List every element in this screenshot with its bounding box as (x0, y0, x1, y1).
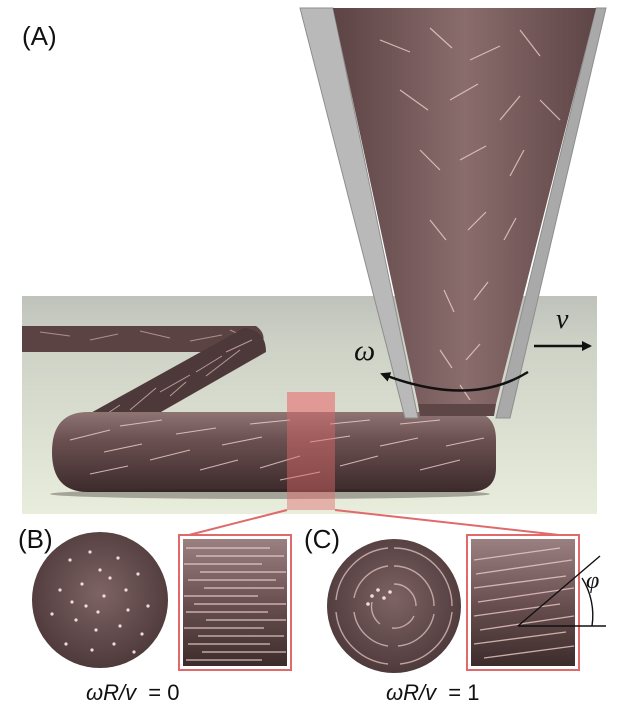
panel-c: (C) (304, 524, 606, 705)
panel-c-caption-symbol: ωR/v = 1 (386, 680, 479, 705)
panel-c-caption-symbol-text: ωR/v (386, 680, 438, 705)
nozzle (299, 7, 607, 419)
front-filament-fibers (69, 419, 485, 481)
nozzle-fibers (379, 27, 561, 401)
panel-c-label: (C) (304, 524, 340, 554)
cross-section-top (287, 392, 335, 412)
panel-c-cross-section-disc (327, 539, 461, 673)
panel-a-label: (A) (22, 21, 57, 51)
nozzle-outlet (418, 404, 496, 416)
angle-symbol: φ (586, 568, 599, 594)
panel-b: (B) ωR/v = 0 (18, 524, 292, 705)
panel-b-caption: ωR/v = 0 (86, 680, 179, 705)
panel-c-fiber-dots (366, 588, 392, 606)
panel-b-aligned-fibers (184, 547, 286, 661)
nozzle-wall-left (299, 7, 419, 419)
panel-c-tilted-fibers (473, 547, 575, 659)
panel-c-swirl-fibers (335, 547, 453, 665)
nozzle-interior (333, 8, 596, 404)
back-filament (22, 326, 264, 352)
panel-c-zoom-view (471, 539, 575, 666)
angle-indicator (517, 555, 606, 627)
filament-shadow (50, 489, 490, 499)
panel-c-caption: ωR/v = 1 (386, 680, 479, 705)
velocity-symbol: v (556, 304, 569, 335)
panel-b-caption-symbol-text: ωR/v (86, 680, 138, 705)
panel-b-fiber-dots (50, 550, 150, 654)
zoom-connectors (180, 509, 578, 538)
panel-a: (A) (22, 7, 607, 514)
rotation-arrow (380, 370, 529, 392)
panel-b-caption-symbol: ωR/v = 0 (86, 680, 179, 705)
nozzle-wall-right (495, 7, 607, 419)
panel-c-caption-value: = 1 (448, 680, 479, 705)
panel-b-cross-section-disc (32, 532, 168, 668)
panel-b-label: (B) (18, 524, 53, 554)
panel-b-zoom-view (183, 539, 287, 666)
panel-b-caption-value: = 0 (148, 680, 179, 705)
rotation-symbol: ω (354, 334, 375, 367)
front-filament (52, 412, 496, 492)
